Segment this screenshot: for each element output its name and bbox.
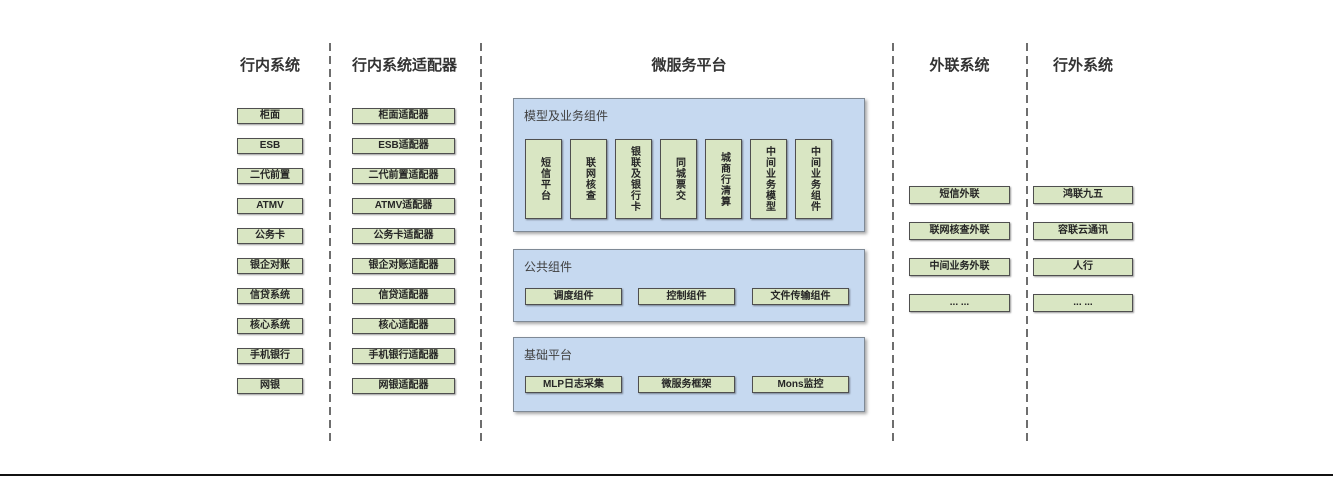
component-label: 同城票交	[673, 157, 685, 201]
system-box: 公务卡	[237, 228, 303, 244]
adapter-box: 手机银行适配器	[352, 348, 455, 364]
component-label: 联网核查	[583, 157, 595, 201]
adapter-box: 银企对账适配器	[352, 258, 455, 274]
component-box: 同城票交	[660, 139, 697, 219]
component-label: 短信平台	[538, 157, 550, 201]
column-separator	[480, 43, 482, 443]
inbank-column: 柜面 ESB 二代前置 ATMV 公务卡 银企对账 信贷系统 核心系统 手机银行…	[237, 108, 303, 394]
system-box: 联网核查外联	[909, 222, 1010, 240]
component-box: 调度组件	[525, 288, 622, 305]
adapter-box: 核心适配器	[352, 318, 455, 334]
component-box: 银联及银行卡	[615, 139, 652, 219]
system-box: 中间业务外联	[909, 258, 1010, 276]
adapter-box: ATMV适配器	[352, 198, 455, 214]
system-box: 柜面	[237, 108, 303, 124]
adapter-box: 柜面适配器	[352, 108, 455, 124]
outside-column: 鸿联九五 容联云通讯 人行 ... ...	[1033, 186, 1133, 312]
adapter-box: 二代前置适配器	[352, 168, 455, 184]
panel-common-components: 公共组件 调度组件 控制组件 文件传输组件	[513, 249, 865, 322]
component-box: MLP日志采集	[525, 376, 622, 393]
panel-label: 模型及业务组件	[524, 109, 609, 123]
system-box: 银企对账	[237, 258, 303, 274]
column-separator	[1026, 43, 1028, 443]
component-box: 城商行清算	[705, 139, 742, 219]
column-title-inbank: 行内系统	[239, 57, 300, 74]
system-box: 核心系统	[237, 318, 303, 334]
column-separator	[892, 43, 894, 443]
component-box: 中间业务组件	[795, 139, 832, 219]
component-label: 中间业务组件	[808, 146, 820, 212]
adapters-column: 柜面适配器 ESB适配器 二代前置适配器 ATMV适配器 公务卡适配器 银企对账…	[352, 108, 455, 394]
adapter-box: 公务卡适配器	[352, 228, 455, 244]
adapter-box: 网银适配器	[352, 378, 455, 394]
system-box: 人行	[1033, 258, 1133, 276]
panel-label: 基础平台	[524, 348, 573, 362]
bottom-border-line	[0, 474, 1333, 476]
component-box: 短信平台	[525, 139, 562, 219]
component-box: 微服务框架	[638, 376, 735, 393]
panel-label: 公共组件	[524, 260, 573, 274]
component-box: 文件传输组件	[752, 288, 849, 305]
panel-model-components: 模型及业务组件 短信平台 联网核查 银联及银行卡 同城票交 城商行清算 中间业务…	[513, 98, 865, 232]
column-title-platform: 微服务平台	[651, 57, 727, 74]
component-box: 控制组件	[638, 288, 735, 305]
system-box: 容联云通讯	[1033, 222, 1133, 240]
system-box: ... ...	[1033, 294, 1133, 312]
component-box: 中间业务模型	[750, 139, 787, 219]
component-label: 中间业务模型	[763, 146, 775, 212]
component-box: Mons监控	[752, 376, 849, 393]
system-box: 短信外联	[909, 186, 1010, 204]
panel-base-platform: 基础平台 MLP日志采集 微服务框架 Mons监控	[513, 337, 865, 412]
system-box: ESB	[237, 138, 303, 154]
system-box: 鸿联九五	[1033, 186, 1133, 204]
system-box: 网银	[237, 378, 303, 394]
system-box: 手机银行	[237, 348, 303, 364]
component-label: 城商行清算	[718, 151, 730, 207]
adapter-box: 信贷适配器	[352, 288, 455, 304]
component-label: 银联及银行卡	[628, 146, 640, 212]
system-box: ATMV	[237, 198, 303, 214]
system-box: 信贷系统	[237, 288, 303, 304]
system-box: 二代前置	[237, 168, 303, 184]
column-title-adapters: 行内系统适配器	[352, 57, 458, 74]
component-box: 联网核查	[570, 139, 607, 219]
adapter-box: ESB适配器	[352, 138, 455, 154]
column-title-outside: 行外系统	[1052, 57, 1113, 74]
column-title-external: 外联系统	[929, 57, 990, 74]
external-link-column: 短信外联 联网核查外联 中间业务外联 ... ...	[909, 186, 1010, 312]
system-box: ... ...	[909, 294, 1010, 312]
column-separator	[329, 43, 331, 443]
